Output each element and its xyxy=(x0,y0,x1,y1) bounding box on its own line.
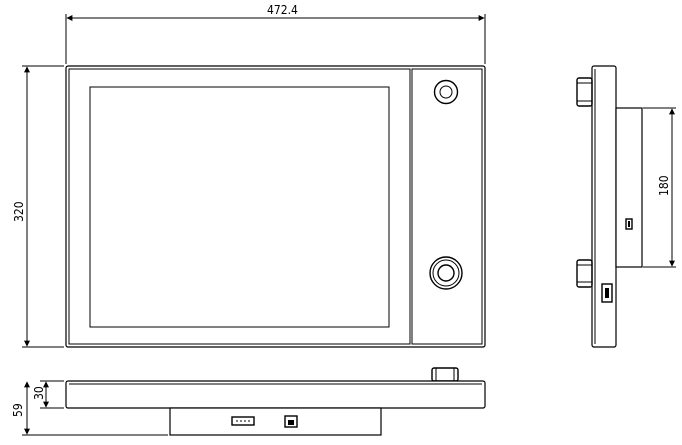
bottom-knob-icon xyxy=(429,256,463,290)
side-top-knob-icon xyxy=(576,77,593,107)
bottom-total-label: 59 xyxy=(11,403,25,417)
width-dimension: 472.4 xyxy=(65,3,486,64)
height-dimension: 320 xyxy=(12,65,64,348)
front-view: 472.4 320 xyxy=(12,3,486,348)
width-label: 472.4 xyxy=(267,3,298,17)
front-bezel-outer xyxy=(65,65,486,348)
bottom-housing xyxy=(169,407,382,436)
front-screen-frame xyxy=(68,68,411,345)
top-knob-icon xyxy=(433,79,459,105)
side-depth-dimension: 180 xyxy=(643,107,676,268)
bottom-thickness-dimension: 30 xyxy=(32,380,64,409)
serial-port-icon xyxy=(231,416,255,426)
side-housing xyxy=(615,107,643,268)
usb-port-icon xyxy=(625,218,633,230)
height-label: 320 xyxy=(12,201,26,222)
bottom-view: 30 59 xyxy=(11,367,486,436)
ethernet-port-icon xyxy=(284,415,298,428)
connector-port-icon xyxy=(601,283,613,303)
side-view: 180 xyxy=(576,65,676,348)
bottom-total-dimension: 59 xyxy=(11,381,168,436)
display-screen xyxy=(89,86,390,328)
side-front-plate xyxy=(591,65,617,348)
side-depth-label: 180 xyxy=(657,175,671,196)
bottom-thickness-label: 30 xyxy=(32,386,46,400)
front-side-panel xyxy=(411,68,483,345)
bottom-slab xyxy=(65,380,486,409)
side-bottom-knob-icon xyxy=(576,259,593,288)
